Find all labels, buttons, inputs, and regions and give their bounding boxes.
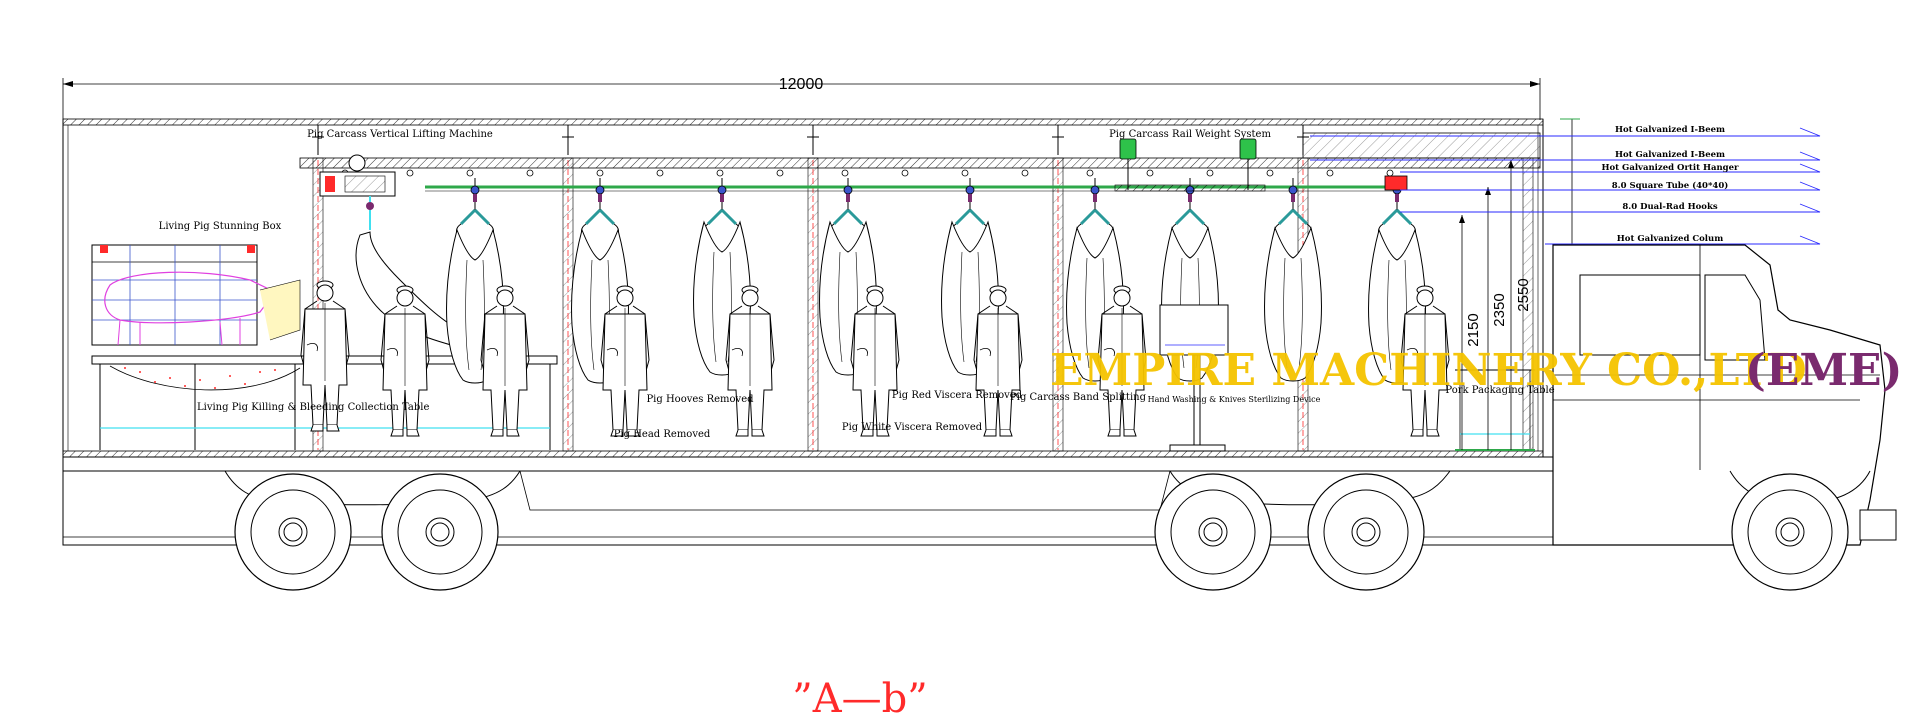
label-white-viscera: Pig White Viscera Removed bbox=[842, 422, 983, 433]
view-caption: ”A—b” bbox=[792, 676, 927, 722]
legend-item: Hot Galvanized I-Beem bbox=[1615, 150, 1725, 160]
company-watermark: EMPIRE MACHINERY CO.,LTD (EME) bbox=[1050, 345, 1902, 396]
station-labels: Living Pig Stunning Box Pig Carcass Vert… bbox=[159, 129, 1555, 440]
legend-item: Hot Galvanized Colum bbox=[1617, 234, 1723, 244]
stunning-box bbox=[91, 244, 301, 346]
label-packaging-table: Pork Packaging Table bbox=[1445, 385, 1554, 396]
watermark-abbr: (EME) bbox=[1745, 345, 1902, 396]
overall-length-dimension: 12000 bbox=[62, 76, 1541, 120]
overall-length-label: 12000 bbox=[779, 76, 824, 93]
legend-item: 8.0 Square Tube (40*40) bbox=[1612, 180, 1729, 191]
label-lifting-machine: Pig Carcass Vertical Lifting Machine bbox=[307, 129, 493, 140]
legend-labels: Hot Galvanized I-Beem Hot Galvanized I-B… bbox=[1601, 125, 1739, 244]
label-hooves-removed: Pig Hooves Removed bbox=[646, 394, 754, 405]
packaging-table bbox=[1455, 369, 1535, 451]
label-band-splitting: Pig Carcass Band Splitting bbox=[1010, 392, 1147, 403]
label-sterilizing: Hand Washing & Knives Sterilizing Device bbox=[1148, 395, 1321, 404]
i-beam-end-block bbox=[1302, 132, 1541, 159]
watermark-company: EMPIRE MACHINERY CO.,LTD bbox=[1050, 345, 1807, 396]
legend-item: 8.0 Dual-Rad Hooks bbox=[1622, 202, 1717, 212]
legend-item: Hot Galvanized I-Beem bbox=[1615, 125, 1725, 135]
label-rail-weight: Pig Carcass Rail Weight System bbox=[1109, 129, 1271, 140]
i-beam bbox=[299, 157, 1541, 169]
label-red-viscera: Pig Red Viscera Removed bbox=[892, 390, 1023, 401]
height-2150-label: 2150 bbox=[1465, 313, 1482, 346]
truck-cab bbox=[1552, 244, 1897, 546]
rail-supports bbox=[341, 169, 1394, 177]
label-killing-table: Living Pig Killing & Bleeding Collection… bbox=[197, 402, 429, 413]
sterilizing-device bbox=[1159, 304, 1229, 452]
rail-weight-system bbox=[1114, 138, 1408, 192]
support-columns bbox=[312, 157, 1534, 452]
legend-item: Hot Galvanized Ortit Hanger bbox=[1601, 163, 1739, 173]
label-stunning-box: Living Pig Stunning Box bbox=[159, 221, 282, 232]
height-2350-label: 2350 bbox=[1491, 293, 1508, 326]
legend-leaders bbox=[1310, 127, 1821, 245]
vertical-lifting-machine bbox=[319, 154, 396, 230]
label-head-removed: Pig Head Removed bbox=[614, 429, 711, 440]
label-line: Pig Carcass Vertical Lifting Machine bbox=[307, 129, 493, 140]
label-line: Living Pig Stunning Box bbox=[159, 221, 282, 232]
height-2550-label: 2550 bbox=[1515, 278, 1532, 311]
